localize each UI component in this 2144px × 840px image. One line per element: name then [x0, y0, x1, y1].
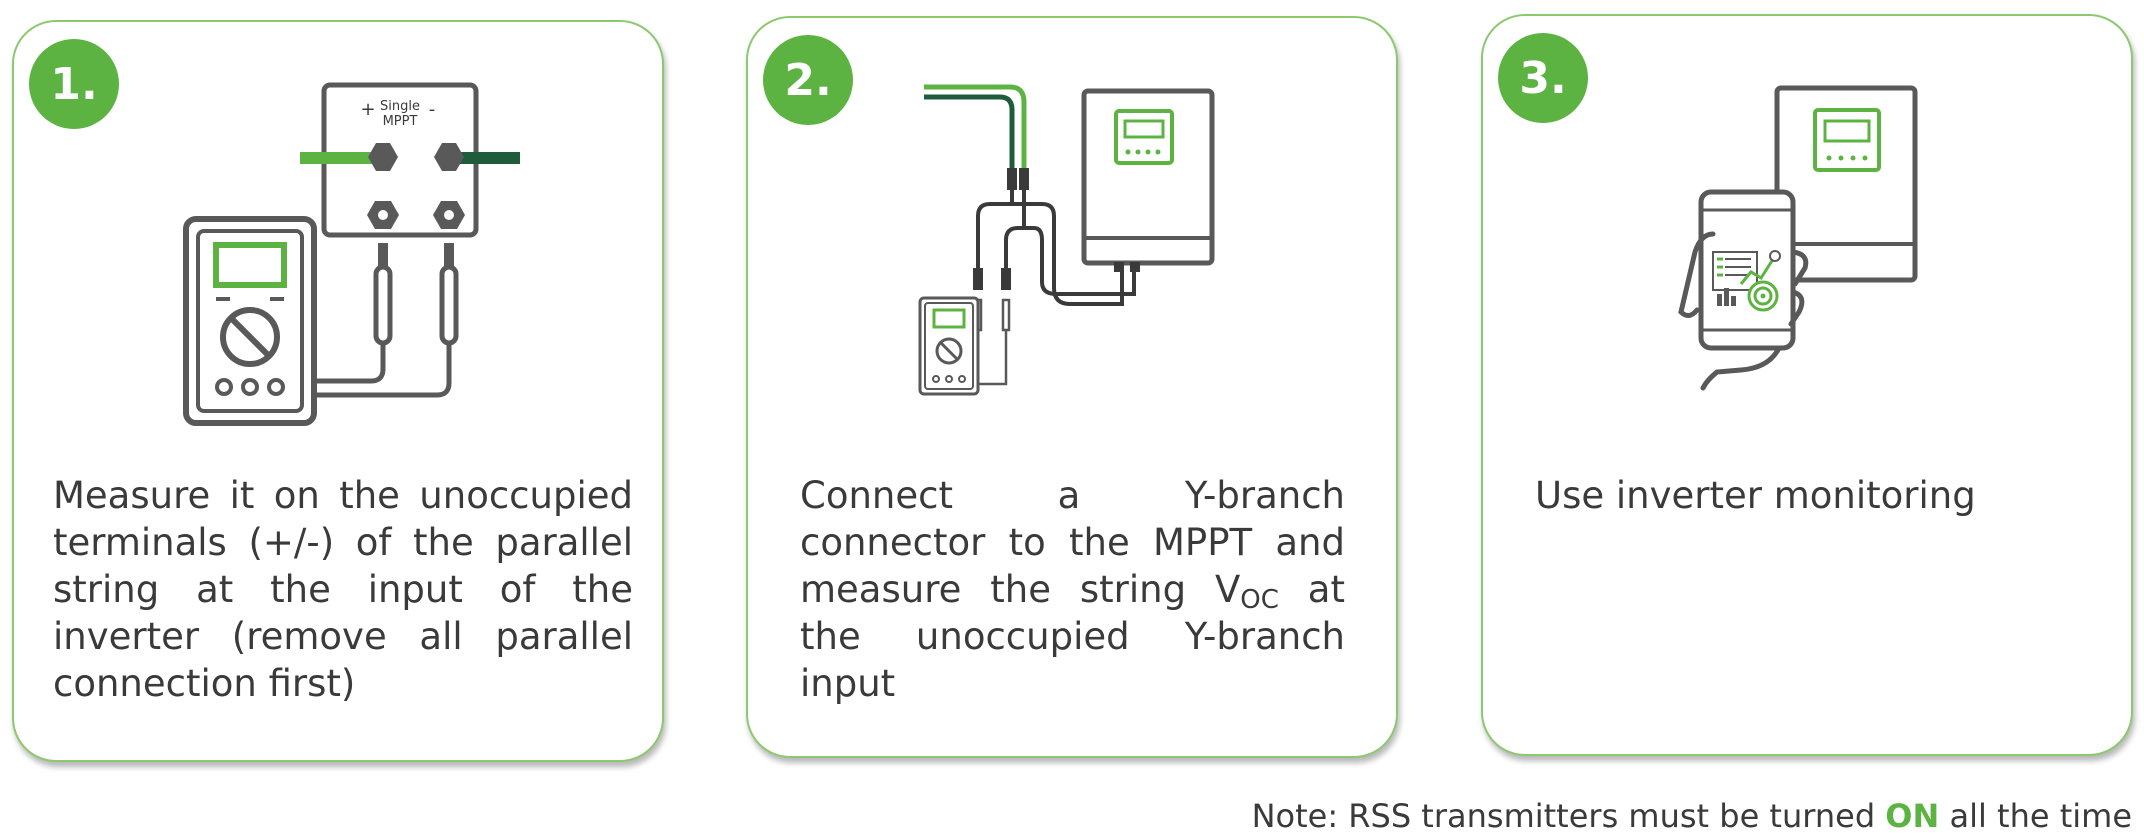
footnote: Note: RSS transmitters must be turned ON…: [1251, 797, 2132, 835]
step-description: Connect a Y-branch connector to the MPPT…: [800, 474, 1345, 705]
multimeter-display: [932, 308, 966, 329]
green-string-cable: [924, 84, 1027, 168]
y-branch-connector-right: [1019, 168, 1029, 190]
terminal-nut-top-right: [434, 143, 464, 171]
step-number-badge: 2.: [763, 35, 853, 125]
inverter-monitoring-illustration: [1678, 85, 1918, 391]
y-branch-connector-left: [1007, 168, 1017, 190]
app-line-chart-icon: [1739, 255, 1777, 285]
multimeter-terminal-illustration: + Single MPPT -: [183, 82, 520, 426]
hand-outline: [1678, 231, 1716, 318]
step-number-badge: 1.: [29, 39, 119, 129]
step-card-3: 3. Use inverter moni: [1481, 14, 2133, 756]
terminal-nut-top-left: [368, 143, 398, 171]
on-emphasis: ON: [1885, 797, 1940, 835]
step-description: Measure it on the unoccupied terminals (…: [53, 474, 633, 705]
step-number-badge: 3.: [1498, 33, 1588, 123]
panel-label-mppt: MPPT: [383, 114, 418, 129]
minus-sign: -: [429, 99, 436, 120]
step-card-2: 2.: [746, 16, 1398, 758]
plus-sign: +: [360, 99, 375, 120]
dark-string-cable: [924, 94, 1015, 168]
step-description: Use inverter monitoring: [1535, 474, 1976, 517]
app-bar-chart-icon: [1717, 294, 1722, 306]
panel-label-single: Single: [380, 99, 420, 114]
y-branch-connector-illustration: [918, 84, 1215, 396]
step-card-1: 1. + Single MPPT -: [12, 20, 664, 762]
multimeter-display: [213, 242, 287, 288]
